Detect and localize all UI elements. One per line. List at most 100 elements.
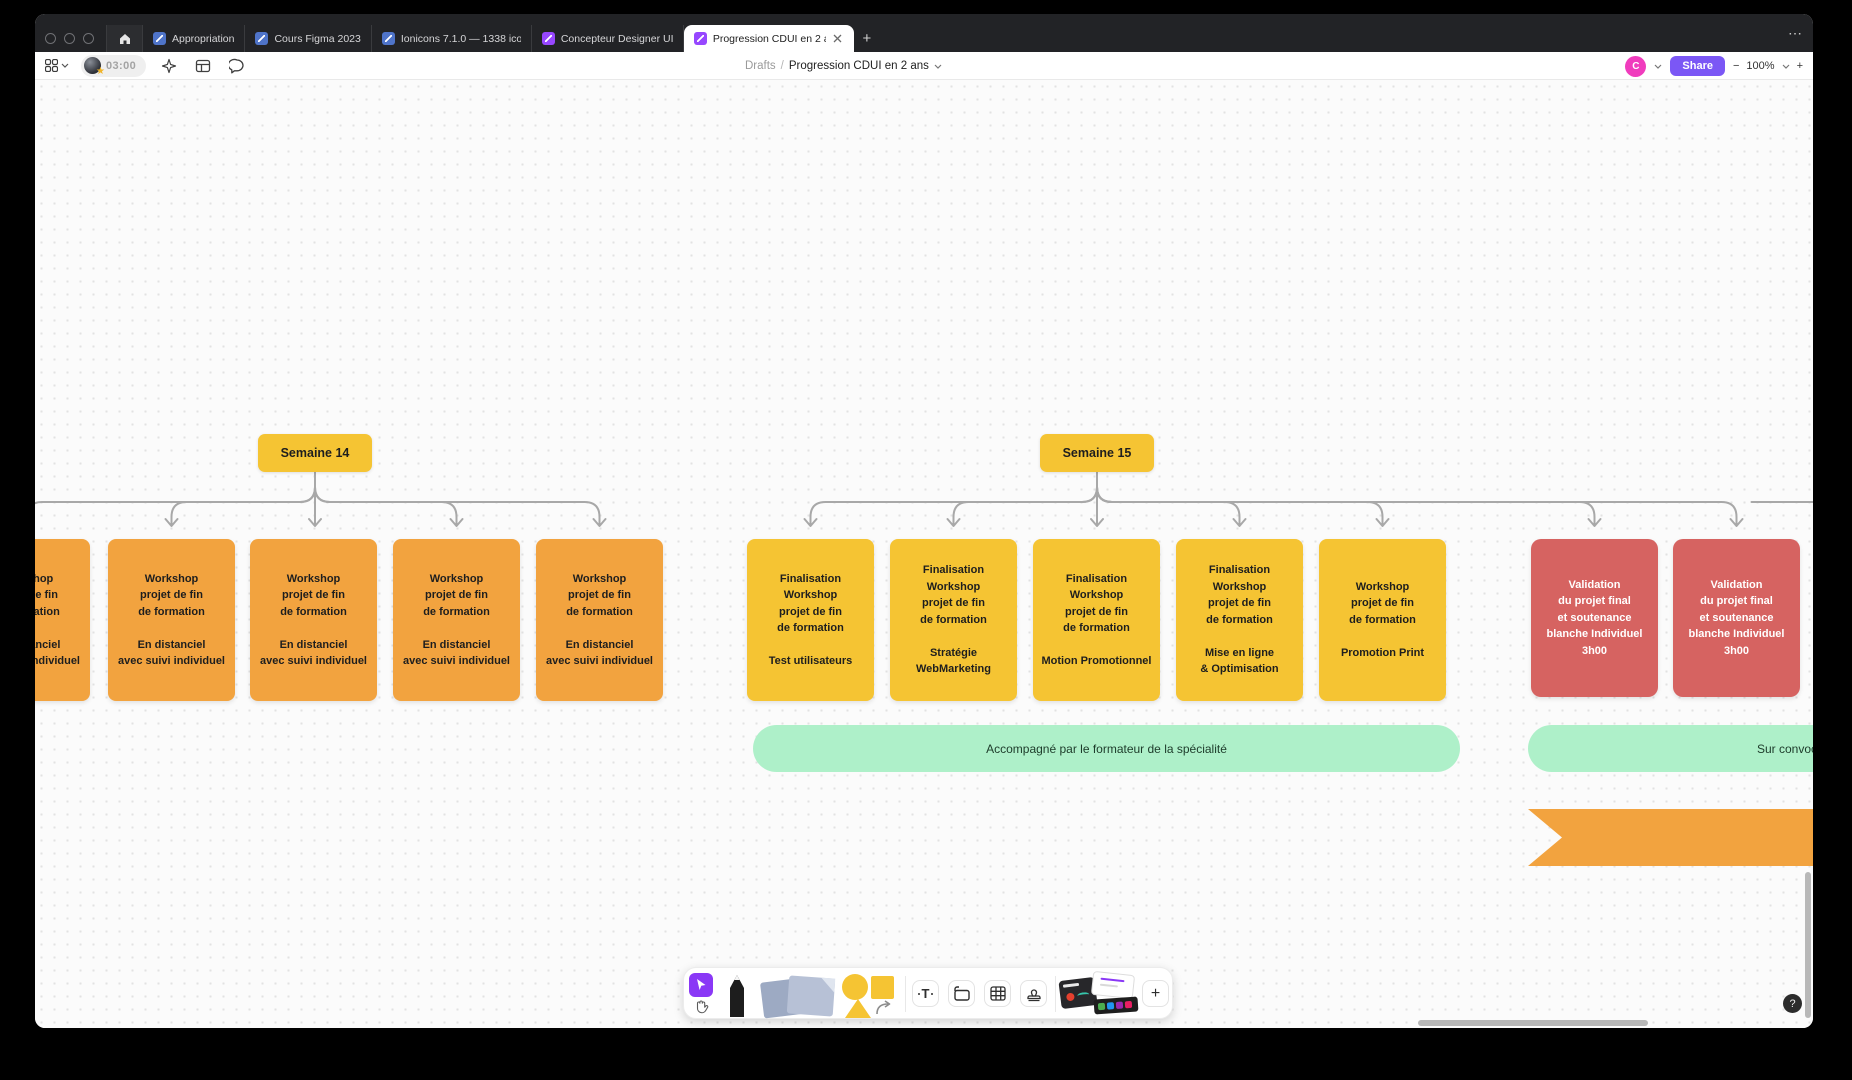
tab-close-icon[interactable] [832,32,844,46]
figjam-toolbar: T + [683,967,1173,1019]
horizontal-scrollbar[interactable] [1418,1020,1648,1026]
vertical-scrollbar[interactable] [1805,872,1811,1018]
zoom-level[interactable]: 100% [1746,60,1775,72]
help-button[interactable]: ? [1783,994,1802,1013]
sticky-note-week14-0[interactable]: Workshop projet de fin de formation En d… [35,539,90,701]
tab-label: Appropriation [172,32,235,45]
table-icon [989,986,1006,1001]
widget-thumbnail [1090,970,1136,1000]
stamp-icon [1026,988,1041,1001]
week15-header[interactable]: Semaine 15 [1040,434,1154,472]
figjam-file-icon [693,32,707,45]
figjam-canvas[interactable]: Semaine 14 Semaine 15 Workshop projet de… [35,80,1813,1028]
breadcrumb-separator: / [780,60,784,72]
share-button[interactable]: Share [1670,56,1725,76]
plus-icon: + [1150,984,1161,1002]
dot [931,992,934,995]
week14-header[interactable]: Semaine 14 [258,434,372,472]
chevron-down-icon[interactable] [1782,64,1790,69]
sticky-note-week15-4[interactable]: Workshop projet de fin de formation Prom… [1319,539,1446,701]
browser-tab-bar: Appropriation Cours Figma 2023 Ionicons … [35,14,1813,52]
toolbar-divider [1055,976,1056,1012]
breadcrumb-folder[interactable]: Drafts [745,60,776,72]
sticky-note-week14-2[interactable]: Workshop projet de fin de formation En d… [250,539,377,701]
template-icon [195,59,211,72]
orange-ribbon-shape[interactable] [1528,809,1813,866]
window-minimize-button[interactable] [64,33,75,44]
comment-bubble-icon [229,58,244,73]
more-tools-button[interactable]: + [1142,980,1169,1007]
window-close-button[interactable] [45,33,56,44]
toolbar-divider [905,976,906,1012]
sticky-note-week15-0[interactable]: Finalisation Workshop projet de fin de f… [747,539,874,701]
new-tab-button[interactable]: + [862,30,872,47]
main-menu-button[interactable] [45,59,69,72]
comments-button[interactable] [226,55,248,77]
zoom-in-button[interactable]: + [1796,60,1803,72]
figma-file-icon [255,32,269,45]
section-tool[interactable] [948,980,975,1007]
tab-label: Concepteur Designer UI [560,32,673,45]
tab-label: Ionicons 7.1.0 — 1338 icons pack (O [400,32,521,45]
marker-tool[interactable] [720,974,754,1018]
tab-overflow-menu[interactable]: ⋯ [1788,24,1803,41]
tab-progression-cdui-active[interactable]: Progression CDUI en 2 ans [683,25,854,52]
templates-button[interactable] [192,55,214,77]
timer-value: 03:00 [106,59,137,72]
table-tool[interactable] [984,980,1011,1007]
marker-pen-icon [730,975,744,1017]
sticky-note-week14-3[interactable]: Workshop projet de fin de formation En d… [393,539,520,701]
hand-icon [696,1000,709,1014]
apps-grid-icon [45,59,58,72]
chevron-down-icon[interactable] [934,64,942,69]
browser-window: Appropriation Cours Figma 2023 Ionicons … [35,14,1813,1028]
widgets-stickers-tool[interactable] [1058,970,1139,1017]
chevron-down-icon [61,63,69,68]
banner-convocation[interactable]: Sur convoca [1528,725,1813,772]
text-tool-glyph: T [921,986,930,1001]
text-tool[interactable]: T [912,980,939,1007]
tab-ionicons[interactable]: Ionicons 7.1.0 — 1338 icons pack (O [372,25,532,52]
connector-tool[interactable] [875,1000,895,1016]
tab-label: Cours Figma 2023 [274,32,361,45]
tab-cours-figma[interactable]: Cours Figma 2023 [245,25,372,52]
sticky-note-week15-1[interactable]: Finalisation Workshop projet de fin de f… [890,539,1017,701]
shape-tool-square[interactable] [871,976,894,999]
tab-appropriation[interactable]: Appropriation [143,25,246,52]
sticky-note-week15-3[interactable]: Finalisation Workshop projet de fin de f… [1176,539,1303,701]
dot [917,992,920,995]
figma-toolbar: ★ 03:00 Drafts / Progression CDUI en 2 a… [35,52,1813,80]
breadcrumb: Drafts / Progression CDUI en 2 ans [745,52,942,80]
curved-arrow-icon [876,1000,891,1015]
star-icon: ★ [96,66,105,77]
tab-concepteur-designer-ui[interactable]: Concepteur Designer UI [532,25,684,52]
sticky-note-week14-4[interactable]: Workshop projet de fin de formation En d… [536,539,663,701]
sticky-note-week14-1[interactable]: Workshop projet de fin de formation En d… [108,539,235,701]
cursor-arrow-icon [697,979,706,990]
hand-tool[interactable] [693,999,709,1015]
timer-emoji-avatar: ★ [84,57,105,77]
window-maximize-button[interactable] [83,33,94,44]
sticky-note-week15-2[interactable]: Finalisation Workshop projet de fin de f… [1033,539,1160,701]
shape-tool-circle[interactable] [842,974,868,1000]
page-title[interactable]: Progression CDUI en 2 ans [788,60,929,72]
shape-tool-triangle[interactable] [845,999,871,1018]
home-tab-button[interactable] [107,25,143,52]
figma-file-icon [381,32,395,45]
stamp-tool[interactable] [1020,980,1047,1007]
timer-widget[interactable]: ★ 03:00 [81,54,147,77]
zoom-out-button[interactable]: − [1732,60,1740,72]
figjam-file-icon [541,32,555,45]
home-icon [119,33,130,44]
user-avatar[interactable]: C [1625,55,1647,77]
select-tool[interactable] [689,973,713,997]
section-icon [953,986,970,1001]
sticky-note-validation-0[interactable]: Validation du projet final et soutenance… [1531,539,1658,697]
chevron-down-icon[interactable] [1654,64,1662,69]
sparkle-icon [162,58,177,73]
ai-sparkle-button[interactable] [158,55,180,77]
figma-file-icon [153,32,166,45]
banner-specialist[interactable]: Accompagné par le formateur de la spécia… [753,725,1460,772]
sticky-note-tool[interactable] [786,975,836,1017]
sticky-note-validation-1[interactable]: Validation du projet final et soutenance… [1673,539,1800,697]
